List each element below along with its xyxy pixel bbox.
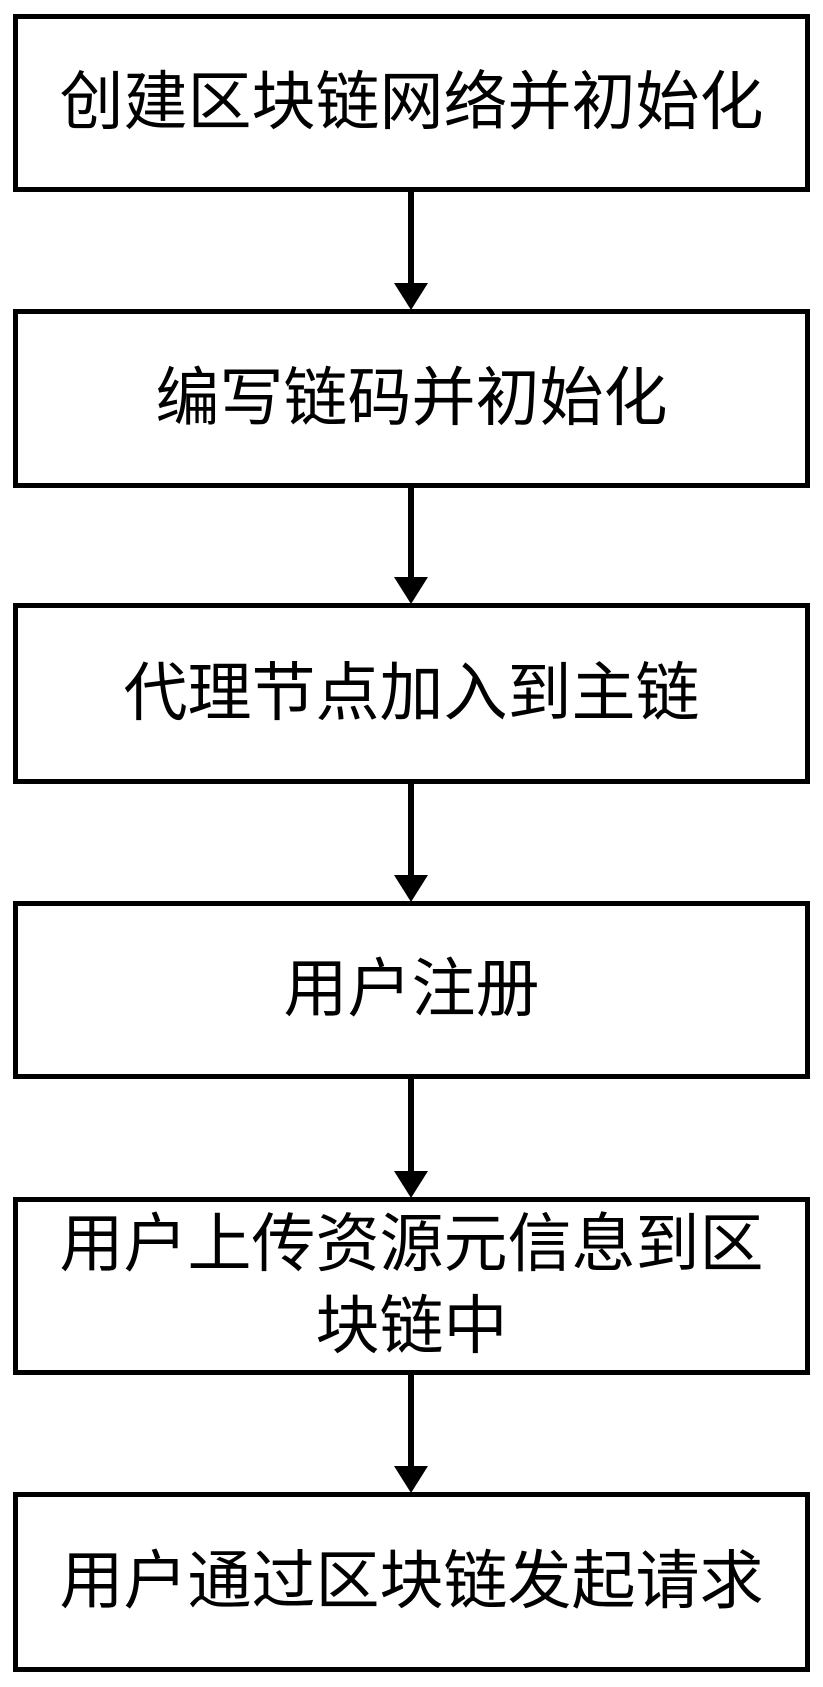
flow-step-label: 编写链码并初始化 [155, 362, 668, 434]
arrow-stem [408, 1375, 414, 1466]
flow-step-label: 用户通过区块链发起请求 [59, 1546, 764, 1618]
flow-step-label: 用户注册 [283, 954, 540, 1026]
flow-step-label: 代理节点加入到主链 [123, 657, 700, 729]
flow-step-proxy-node-join: 代理节点加入到主链 [13, 603, 810, 784]
arrow-stem [408, 488, 414, 577]
down-arrow-icon [394, 1375, 428, 1493]
arrow-head [394, 283, 428, 310]
flow-step-label: 用户上传资源元信息到区块链中 [59, 1209, 764, 1362]
flow-step-upload-metadata: 用户上传资源元信息到区块链中 [13, 1197, 810, 1375]
flow-step-create-network: 创建区块链网络并初始化 [13, 14, 810, 192]
arrow-head [394, 1171, 428, 1198]
flow-step-label: 创建区块链网络并初始化 [59, 67, 764, 139]
arrow-stem [408, 784, 414, 875]
arrow-head [394, 577, 428, 604]
flow-step-user-register: 用户注册 [13, 901, 810, 1079]
down-arrow-icon [394, 784, 428, 902]
arrow-stem [408, 192, 414, 283]
arrow-head [394, 875, 428, 902]
down-arrow-icon [394, 488, 428, 604]
flow-step-initiate-request: 用户通过区块链发起请求 [13, 1492, 810, 1672]
arrow-head [394, 1466, 428, 1493]
down-arrow-icon [394, 1079, 428, 1198]
arrow-stem [408, 1079, 414, 1171]
flow-step-write-chaincode: 编写链码并初始化 [13, 309, 810, 488]
down-arrow-icon [394, 192, 428, 310]
